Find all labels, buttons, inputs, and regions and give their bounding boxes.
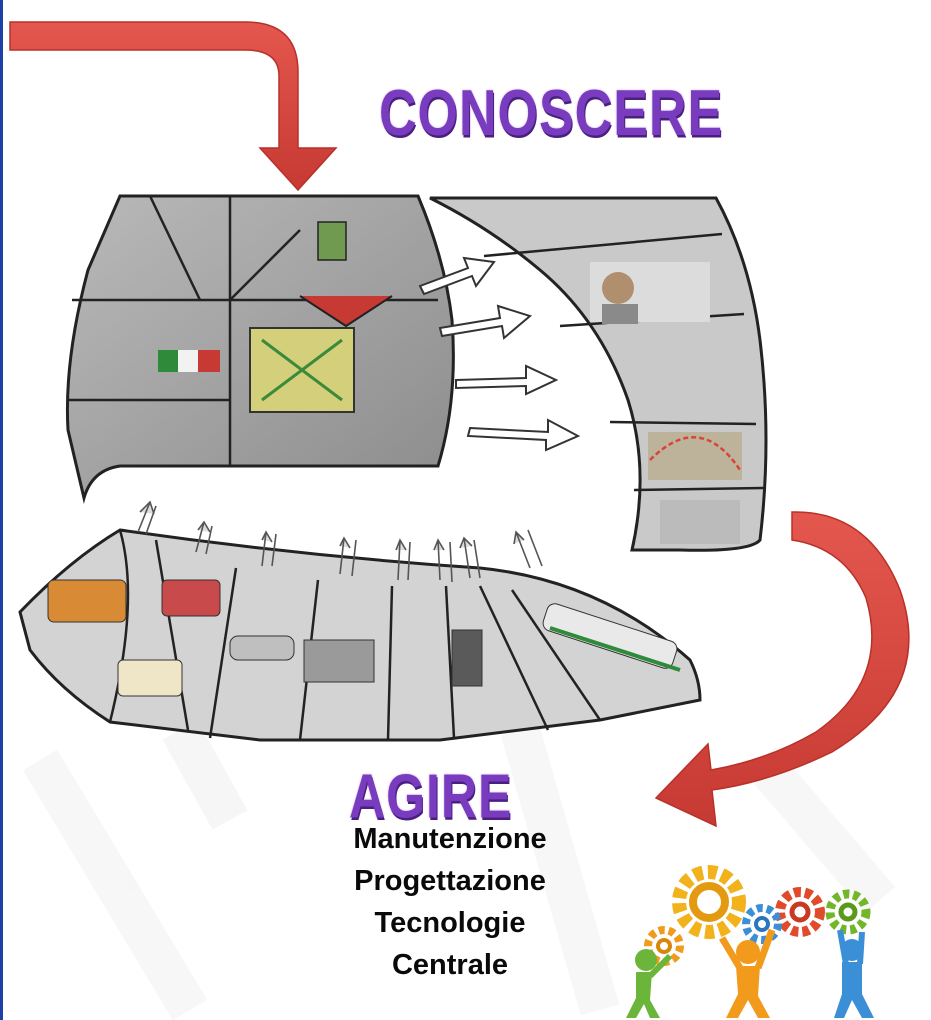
left-border xyxy=(0,0,3,1020)
green-gear-icon xyxy=(825,889,871,935)
gear-team-icon xyxy=(626,865,874,1018)
action-item-progettazione: Progettazione xyxy=(354,865,546,897)
red-gear-icon xyxy=(775,887,825,937)
action-list: Manutenzione Progettazione Tecnologie Ce… xyxy=(300,818,600,986)
agire-title: AGIRE xyxy=(349,761,513,832)
orange-person-icon xyxy=(718,928,776,1018)
exchange-arrow-icons xyxy=(137,500,543,583)
action-item-centrale: Centrale xyxy=(391,949,509,981)
flow-arrow-icons xyxy=(418,256,581,452)
blue-gear-icon xyxy=(742,904,782,944)
right-curved-arrow-icon xyxy=(654,511,910,828)
watermark xyxy=(22,720,896,1020)
action-item-tecnologie: Tecnologie xyxy=(374,907,526,939)
green-person-icon xyxy=(626,949,673,1018)
orange-gear-icon xyxy=(672,865,746,939)
vehicles-strip-panel xyxy=(18,528,702,742)
services-strip-panel xyxy=(429,196,768,552)
top-curved-arrow-icon xyxy=(9,21,338,192)
action-item-manutenzione: Manutenzione xyxy=(353,823,547,855)
control-room-panel xyxy=(65,194,455,504)
conoscere-title: CONOSCERE xyxy=(379,77,724,150)
blue-person-icon xyxy=(834,929,874,1018)
